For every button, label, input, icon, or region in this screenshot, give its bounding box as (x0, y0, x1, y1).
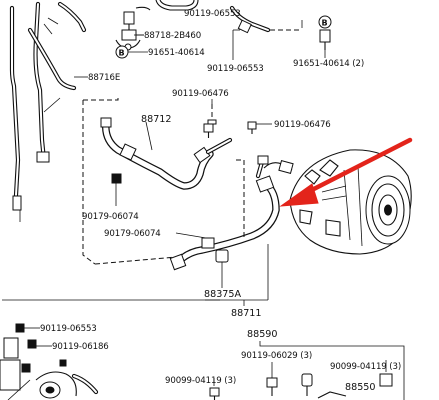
label-90119-06476-b: 90119-06476 (274, 120, 331, 130)
label-88711: 88711 (231, 308, 262, 319)
bracket-line (259, 341, 405, 360)
bolt-icon (207, 119, 217, 125)
dashed-outline (82, 100, 96, 265)
label-88590: 88590 (247, 329, 278, 340)
label-90119-06553-mid: 90119-06553 (207, 64, 264, 74)
label-90119-06553-top: 90119-06553 (184, 9, 241, 19)
sensor-icon (301, 373, 313, 387)
bolt-icon (209, 387, 220, 397)
red-arrow-indicator (279, 137, 413, 207)
badge-b-text: B (119, 49, 125, 58)
bracket-icon (379, 373, 393, 387)
bolt-icon (257, 155, 269, 165)
leader-line (145, 121, 153, 151)
bottom-left-assembly (0, 323, 99, 400)
bolt-icon (111, 173, 122, 184)
bolt-icon (123, 11, 135, 25)
label-90119-06029-3: 90119-06029 (3) (241, 351, 312, 361)
fitting-icon (278, 160, 294, 174)
badge-b-icon (318, 15, 332, 29)
pipe-bundle-88716e (9, 1, 87, 222)
bracket-icon (3, 337, 19, 359)
top-center-parts: B (115, 0, 303, 60)
label-88712: 88712 (141, 114, 172, 125)
hose-88712 (100, 117, 233, 190)
bottom-center-parts (209, 360, 393, 400)
fitting-icon (169, 253, 187, 271)
pipe-fitting (36, 151, 50, 163)
label-88375a: 88375A (204, 289, 242, 300)
badge-b-text: B (322, 19, 328, 28)
bolt-icon (27, 339, 37, 349)
label-90179-06074-b: 90179-06074 (104, 229, 161, 239)
leader-line (175, 232, 207, 239)
bolt-cluster (111, 104, 272, 206)
label-88716e: 88716E (88, 73, 120, 83)
clamp-icon (215, 249, 229, 263)
fitting-icon (119, 143, 137, 161)
bolt-icon (319, 29, 331, 43)
bracket-icon (0, 359, 21, 391)
dashed-outline (83, 96, 119, 101)
label-90099-04119-left: 90099-04119 (3) (165, 376, 236, 386)
bolt-icon (15, 323, 25, 333)
label-91651-40614-2: 91651-40614 (2) (293, 59, 364, 69)
label-91651-40614: 91651-40614 (148, 48, 205, 58)
fitting-icon (100, 117, 112, 128)
pipe-fitting (12, 195, 22, 211)
fitting-icon (237, 19, 252, 34)
bolt-icon (247, 121, 257, 130)
bolt-icon (21, 363, 31, 373)
bolt-icon (203, 123, 214, 133)
label-90119-06476-a: 90119-06476 (172, 89, 229, 99)
label-90099-04119-right: 90099-04119 (3) (330, 362, 401, 372)
label-88718-2b460: 88718-2B460 (144, 31, 201, 41)
label-90179-06074-a: 90179-06074 (82, 212, 139, 222)
bolt-icon (266, 377, 278, 388)
fitting-icon (201, 237, 215, 249)
label-90119-06186: 90119-06186 (52, 342, 109, 352)
compressor (263, 149, 412, 255)
clamp-icon (121, 29, 137, 41)
label-90119-06553-bot: 90119-06553 (40, 324, 97, 334)
hose-88711 (169, 155, 280, 271)
arrow-head-icon (279, 183, 319, 207)
label-88550: 88550 (345, 382, 376, 393)
fitting-icon (255, 175, 275, 193)
